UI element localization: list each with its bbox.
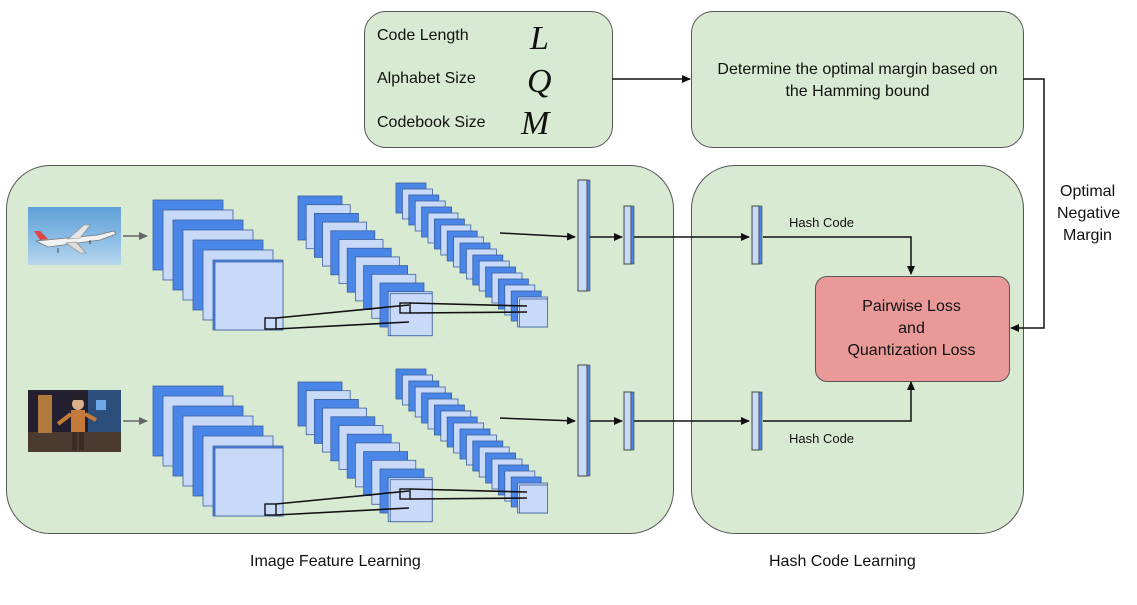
fc-layer-1-bottom <box>577 364 591 477</box>
alphabet-size-label: Alphabet Size <box>377 70 476 87</box>
projection-line-top <box>409 311 528 314</box>
hash-layer-top <box>751 205 763 265</box>
person-icon <box>28 390 121 452</box>
side-label-line1: Optimal <box>1060 183 1116 200</box>
conv-block2-map-top <box>389 293 433 337</box>
cnn-layers-bottom <box>152 368 548 523</box>
code-length-symbol: L <box>530 20 549 57</box>
loss-box <box>815 276 1010 382</box>
airplane-icon <box>34 224 117 254</box>
loss-line2: and <box>898 320 925 337</box>
conv-block3-map-top <box>519 298 548 328</box>
margin-box <box>691 11 1024 148</box>
hash-to-loss-arrow-top <box>763 236 915 275</box>
loss-line3: Quantization Loss <box>847 342 976 359</box>
projection-line-top <box>275 304 410 319</box>
conv-to-fc-arrow-bottom <box>499 416 576 425</box>
loss-line1: Pairwise Loss <box>862 298 961 315</box>
conv-block1-map-top <box>214 261 284 331</box>
codebook-size-symbol: M <box>521 105 550 142</box>
airplane-photo <box>28 207 121 265</box>
fc-layer-1-top <box>577 179 591 292</box>
fc-layer-2-top <box>623 205 635 265</box>
hash-code-label-top: Hash Code <box>789 215 855 230</box>
caption-hash-code-learning: Hash Code Learning <box>769 553 916 570</box>
street-performer-photo <box>28 390 121 452</box>
hash-to-loss-arrow-bottom <box>763 381 915 422</box>
codebook-size-label: Codebook Size <box>377 114 486 131</box>
cnn-layers-top <box>152 182 548 337</box>
conv-block1-map-bottom <box>214 447 284 517</box>
side-label-line3: Margin <box>1063 227 1112 244</box>
receptive-field-2-bottom <box>399 488 411 500</box>
projection-line-bottom <box>275 507 410 516</box>
conv-block3-map-bottom <box>519 484 548 514</box>
optimal-margin-connector <box>1010 78 1045 332</box>
params-box <box>364 11 613 148</box>
fc-layer-2-bottom <box>623 391 635 451</box>
caption-image-feature-learning: Image Feature Learning <box>250 553 421 570</box>
projection-line-bottom <box>409 497 528 500</box>
projection-line-top <box>275 321 410 330</box>
hash-layer-bottom <box>751 391 763 451</box>
projection-line-bottom <box>409 488 528 493</box>
conv-to-fc-arrow-top <box>499 232 576 241</box>
side-label-line2: Negative <box>1057 205 1121 222</box>
receptive-field-2-top <box>399 302 411 314</box>
receptive-field-1-top <box>264 317 277 330</box>
code-length-label: Code Length <box>377 27 469 44</box>
projection-line-bottom <box>275 490 410 505</box>
receptive-field-1-bottom <box>264 503 277 516</box>
projection-line-top <box>409 302 528 307</box>
alphabet-size-symbol: Q <box>527 63 552 100</box>
conv-block2-map-bottom <box>389 479 433 523</box>
margin-box-text: Determine the optimal margin based on th… <box>717 61 998 100</box>
hash-code-label-bottom: Hash Code <box>789 431 855 446</box>
